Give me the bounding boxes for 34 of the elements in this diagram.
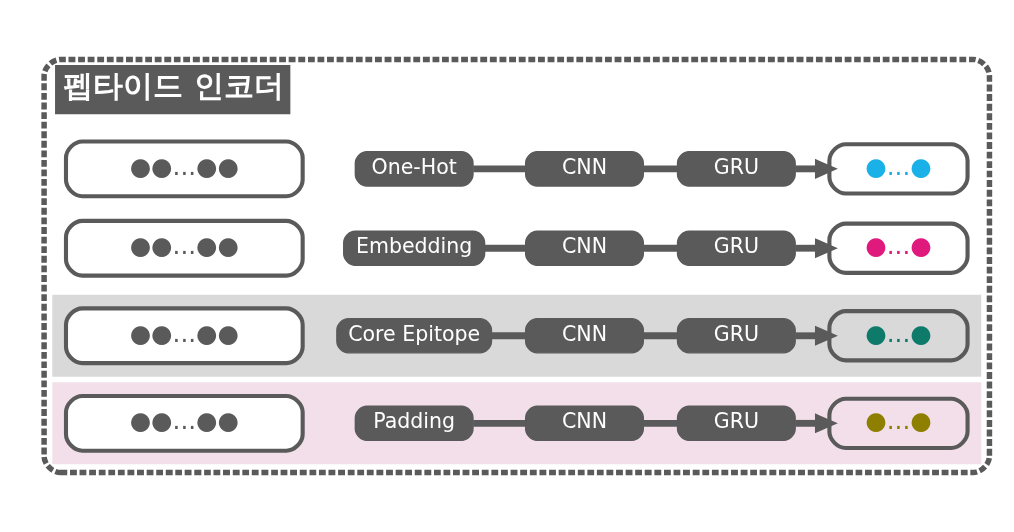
connector <box>643 165 678 173</box>
node-box: GRU <box>676 405 796 442</box>
connector <box>643 332 678 340</box>
node-box: CNN <box>525 230 644 266</box>
arrow <box>795 325 838 346</box>
node-box: GRU <box>676 151 796 187</box>
node-box: One-Hot <box>354 151 474 187</box>
node-box: CNN <box>525 405 644 442</box>
node-box: Embedding <box>343 230 486 266</box>
node-box: ●...● <box>827 396 970 450</box>
connector <box>473 419 526 427</box>
node-box: GRU <box>676 230 796 266</box>
cluster <box>52 382 982 465</box>
node-box: Padding <box>354 405 474 442</box>
connector <box>643 419 678 427</box>
arrow <box>795 158 838 179</box>
node-box: ●...● <box>827 221 970 275</box>
connector <box>484 244 526 252</box>
node-box: ●...● <box>827 309 970 363</box>
node-box: Core Epitope <box>336 318 493 354</box>
node-box: ●...● <box>827 142 970 196</box>
arrow <box>795 238 838 259</box>
connector <box>473 165 526 173</box>
node-box: ●●...●● <box>63 139 305 199</box>
cluster <box>52 294 982 377</box>
node-box: ●●...●● <box>63 306 305 366</box>
connector <box>643 244 678 252</box>
node-box: CNN <box>525 151 644 187</box>
node-box: CNN <box>525 318 644 354</box>
node-box: GRU <box>676 318 796 354</box>
arrow <box>795 413 838 434</box>
connector <box>491 332 526 340</box>
node-box: ●●...●● <box>63 218 305 278</box>
node-box: ●●...●● <box>63 393 305 453</box>
